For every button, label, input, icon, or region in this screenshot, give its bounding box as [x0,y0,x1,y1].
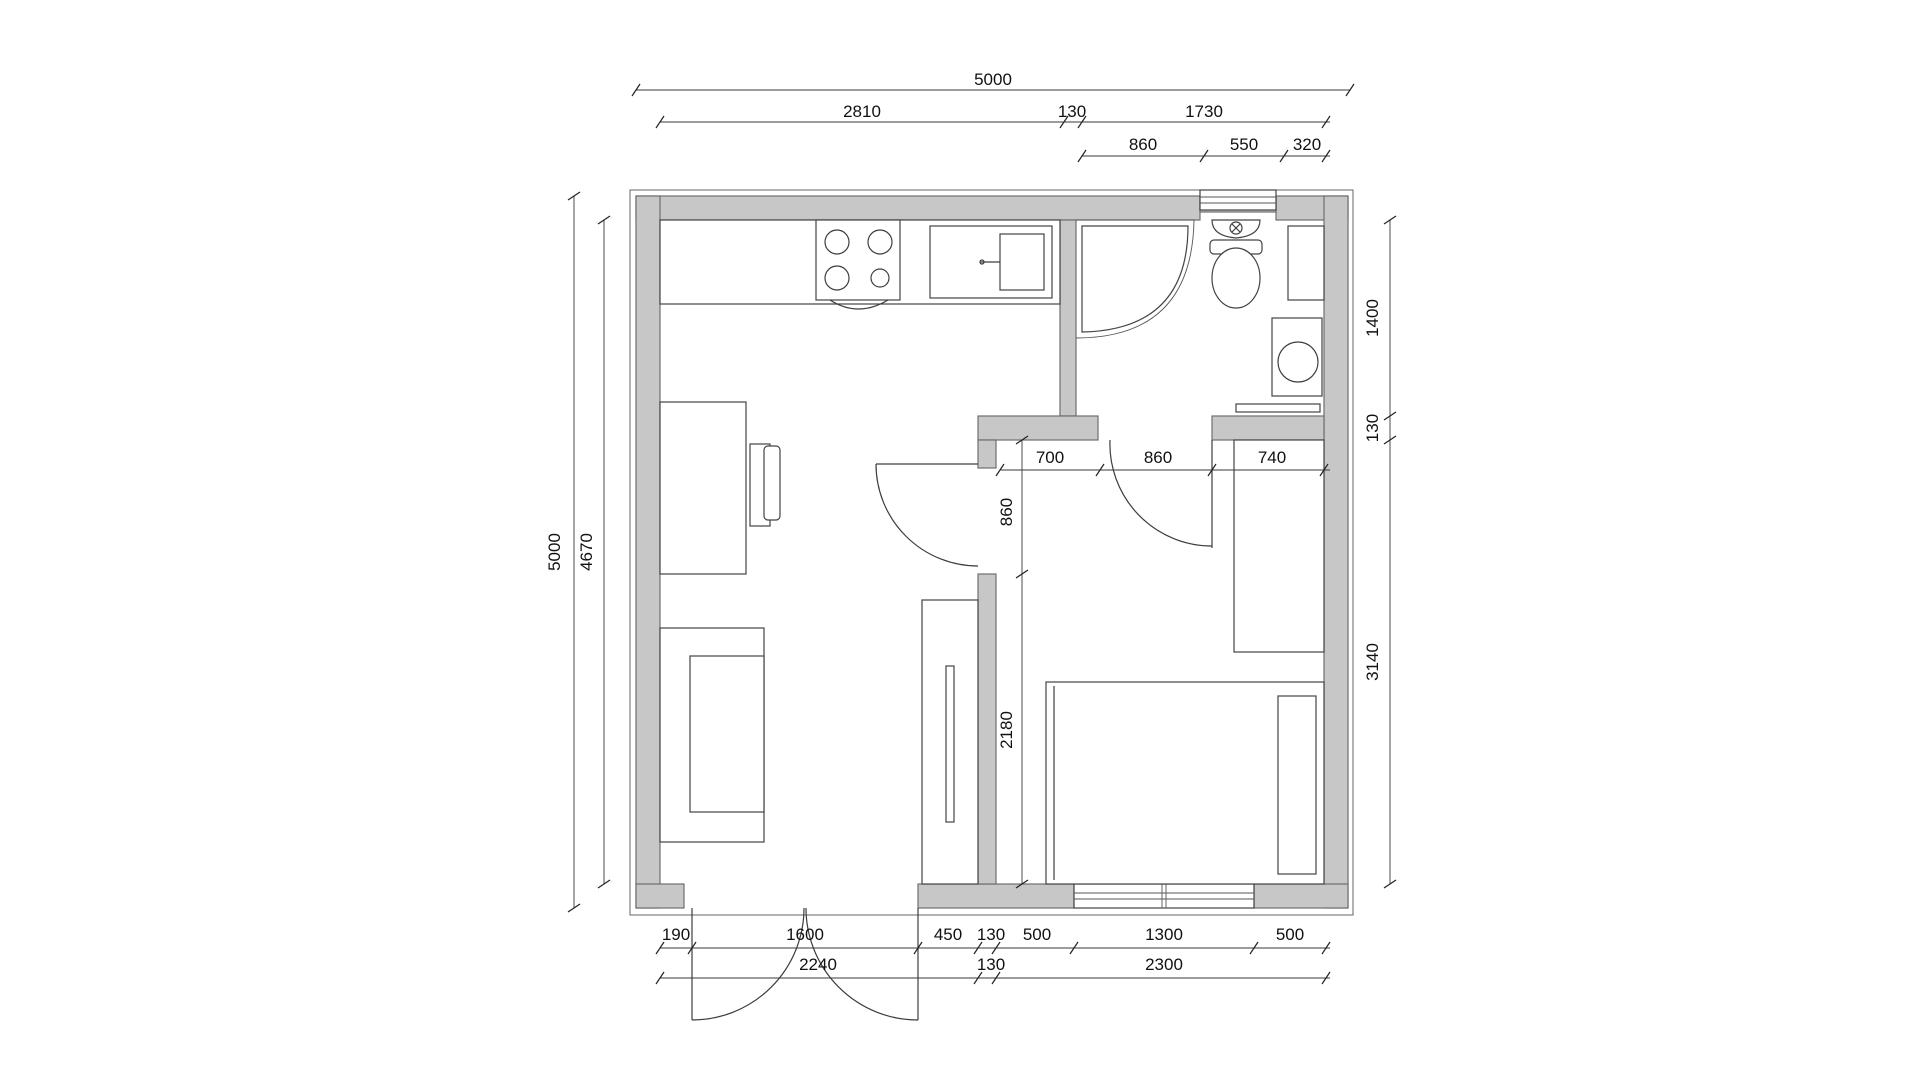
plan-boundary [629,189,1354,916]
dim-bottom-2300: 2300 [1145,955,1183,974]
stove-icon [815,219,901,310]
dim-right-wall: 130 [1363,414,1382,442]
dim-top-total: 5000 [974,70,1012,89]
dim-bottom-500-left: 500 [1023,925,1051,944]
dim-top-partition: 130 [1058,102,1086,121]
dim-left-inner: 4670 [577,533,596,571]
wardrobe-icon [921,599,979,885]
dim-int-860: 860 [1144,448,1172,467]
sofa-icon [659,627,765,843]
door-icon [875,463,979,567]
dimension-lines [567,83,1397,985]
door-icon [691,907,919,1021]
dim-bottom-130: 130 [977,925,1005,944]
dim-bottom-190: 190 [662,925,690,944]
washing-machine-icon [1271,317,1323,397]
dim-top-bath: 1730 [1185,102,1223,121]
dim-top-b: 550 [1230,135,1258,154]
bedroom-wardrobe [1233,439,1325,653]
door-icon [1109,439,1213,548]
window-icon [1199,189,1277,211]
sink-icon [929,225,1053,299]
dim-int-700: 700 [1036,448,1064,467]
desk-icon [659,401,747,575]
toilet-icon [1209,219,1263,309]
dim-right-bedroom: 3140 [1363,643,1382,681]
dim-bottom-500-right: 500 [1276,925,1304,944]
shower-tray-icon [1075,219,1195,339]
bathroom-cabinet [1287,225,1325,301]
dim-bottom-1300: 1300 [1145,925,1183,944]
dim-top-kitchen: 2810 [843,102,881,121]
dim-bottom-2240: 2240 [799,955,837,974]
dim-right-bath: 1400 [1363,299,1382,337]
chair-icon [749,443,781,527]
dim-bottom-1600: 1600 [786,925,824,944]
dim-left-total: 5000 [545,533,564,571]
dim-int-vertical-2180: 2180 [997,711,1016,749]
window-icon [1073,883,1255,909]
dim-top-a: 860 [1129,135,1157,154]
dim-int-vertical-860: 860 [997,498,1016,526]
towel-rail [1235,403,1321,413]
bed-icon [1045,681,1325,885]
dim-top-c: 320 [1293,135,1321,154]
dim-bottom-130-row2: 130 [977,955,1005,974]
dim-int-740: 740 [1258,448,1286,467]
dim-bottom-450: 450 [934,925,962,944]
